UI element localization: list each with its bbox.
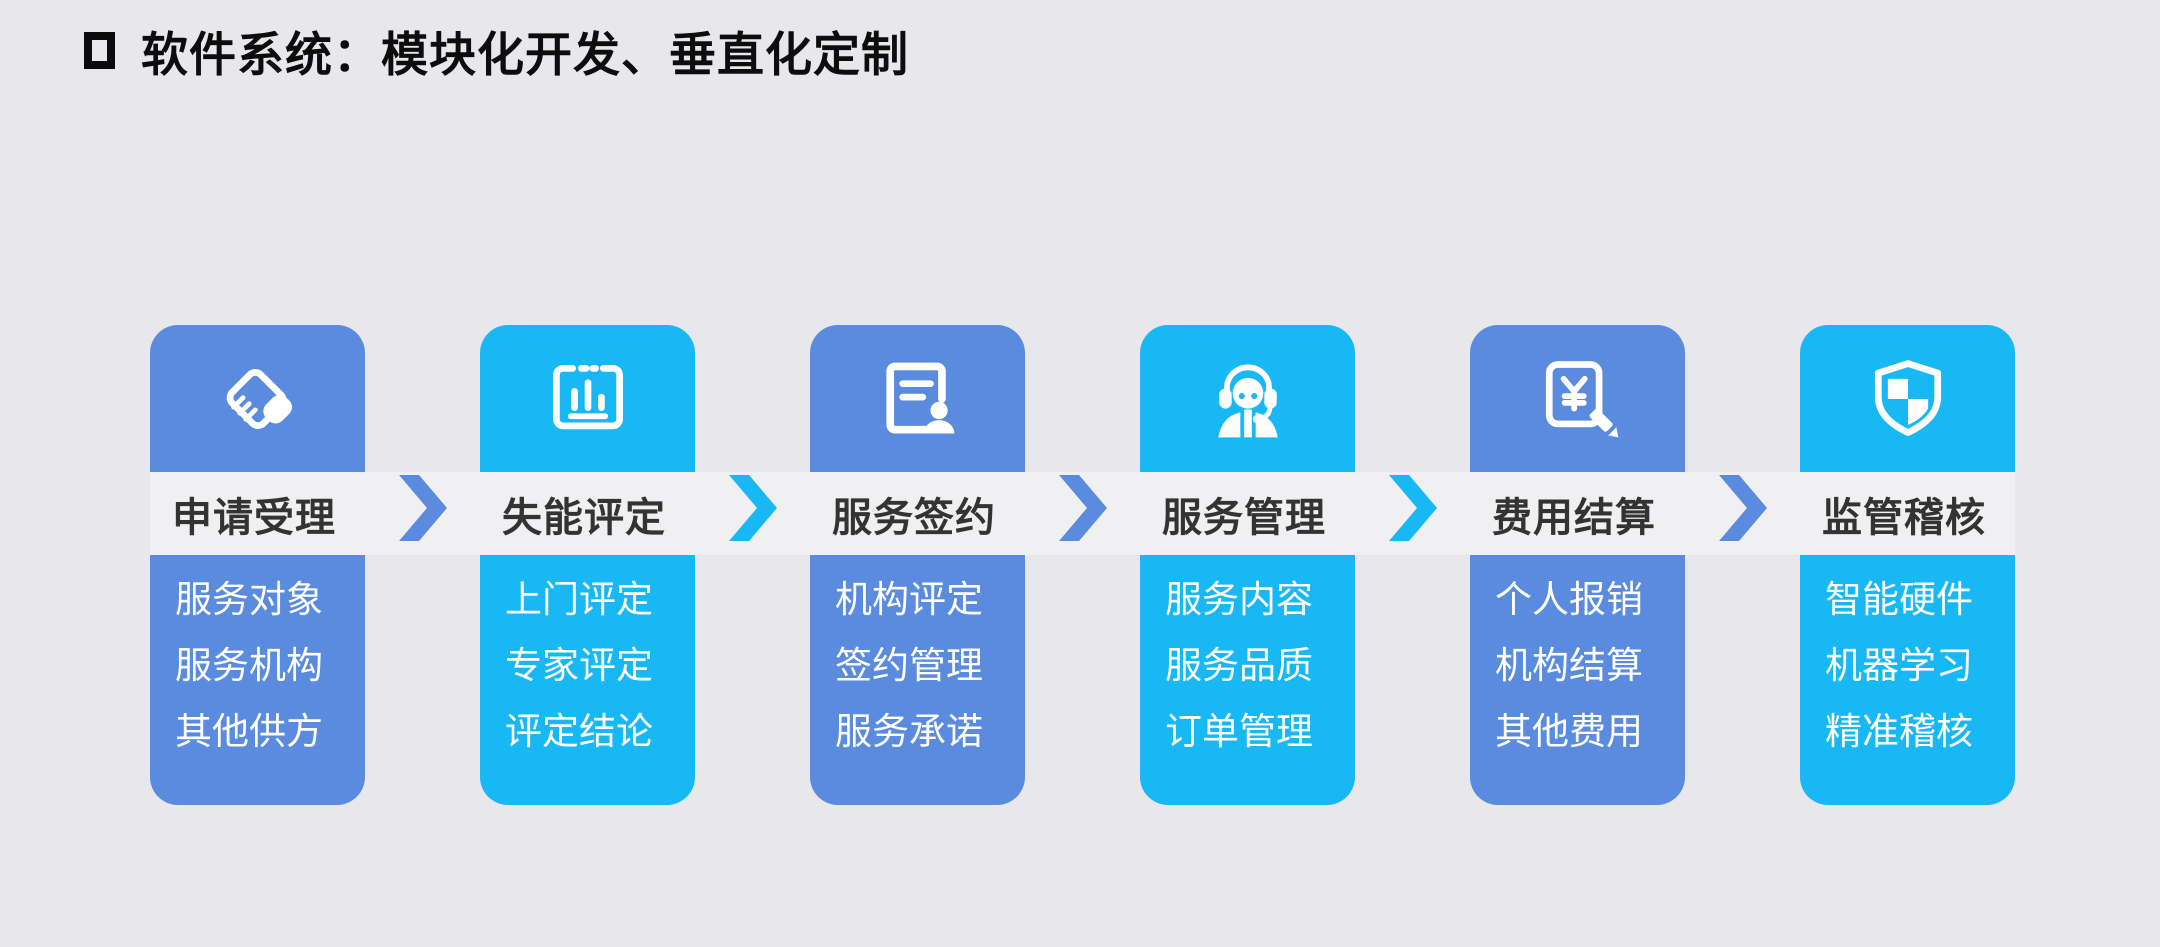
card-title: 服务签约 (832, 495, 996, 540)
card-supervision-audit: 监管稽核 智能硬件 机器学习 精准稽核 (1800, 325, 2015, 805)
page-title: 软件系统：模块化开发、垂直化定制 (141, 27, 909, 81)
card-title: 监管稽核 (1822, 495, 1986, 540)
cards-row: 申请受理 服务对象 服务机构 其他供方 (150, 325, 2015, 805)
card-icon-area (150, 325, 365, 472)
handshake-icon (226, 368, 292, 429)
card-item: 其他费用 (1495, 711, 1643, 752)
card-title: 失能评定 (502, 495, 666, 540)
card-item: 评定结论 (505, 711, 653, 752)
card-icon-area (810, 325, 1025, 472)
assessment-chart-icon (552, 364, 623, 429)
card-disability-assessment: 失能评定 上门评定 专家评定 评定结论 (480, 325, 695, 805)
card-item: 专家评定 (505, 645, 653, 686)
card-service-management: 服务管理 服务内容 服务品质 订单管理 (1140, 325, 1355, 805)
card-item: 个人报销 (1495, 579, 1643, 620)
card-items: 智能硬件 机器学习 精准稽核 (1800, 555, 2015, 805)
flow-arrow (1685, 325, 1800, 805)
chevron-right-icon (398, 475, 447, 541)
chevron-right-icon (1058, 475, 1107, 541)
card-icon-area (1140, 325, 1355, 472)
flow-arrow (1355, 325, 1470, 805)
chevron-right-icon (728, 475, 777, 541)
card-item: 服务对象 (175, 579, 323, 620)
card-item: 其他供方 (175, 711, 323, 752)
slide-title-row: 软件系统：模块化开发、垂直化定制 (84, 20, 909, 81)
card-item: 机构评定 (835, 579, 983, 620)
card-item: 机器学习 (1825, 645, 1973, 686)
card-title: 申请受理 (172, 495, 336, 540)
card-application-intake: 申请受理 服务对象 服务机构 其他供方 (150, 325, 365, 805)
card-items: 个人报销 机构结算 其他费用 (1470, 555, 1685, 805)
card-title: 费用结算 (1492, 495, 1656, 540)
card-items: 机构评定 签约管理 服务承诺 (810, 555, 1025, 805)
shield-check-icon (1874, 359, 1941, 436)
card-items: 服务内容 服务品质 订单管理 (1140, 555, 1355, 805)
chevron-right-icon (1388, 475, 1437, 541)
flow-arrow (365, 325, 480, 805)
card-item: 服务品质 (1165, 645, 1313, 686)
card-item: 精准稽核 (1825, 711, 1973, 752)
process-flow: 申请受理 服务对象 服务机构 其他供方 (0, 325, 2160, 805)
card-item: 订单管理 (1165, 711, 1313, 752)
card-item: 服务承诺 (835, 711, 983, 752)
card-fee-settlement: 费用结算 个人报销 机构结算 其他费用 (1470, 325, 1685, 805)
card-icon-area (1470, 325, 1685, 472)
card-item: 签约管理 (835, 645, 983, 686)
card-item: 服务机构 (175, 645, 323, 686)
chevron-right-icon (1718, 475, 1767, 541)
contract-person-icon (885, 362, 954, 433)
card-icon-area (1800, 325, 2015, 472)
card-item: 服务内容 (1165, 579, 1313, 620)
square-bullet-icon (84, 31, 115, 69)
card-item: 智能硬件 (1825, 579, 1973, 620)
card-items: 服务对象 服务机构 其他供方 (150, 555, 365, 805)
billing-pencil-icon (1545, 360, 1618, 437)
card-item: 机构结算 (1495, 645, 1643, 686)
card-service-contract: 服务签约 机构评定 签约管理 服务承诺 (810, 325, 1025, 805)
card-items: 上门评定 专家评定 评定结论 (480, 555, 695, 805)
card-title: 服务管理 (1162, 495, 1326, 540)
card-icon-area (480, 325, 695, 472)
flow-arrow (1025, 325, 1140, 805)
flow-arrow (695, 325, 810, 805)
support-agent-icon (1217, 364, 1278, 437)
card-item: 上门评定 (505, 579, 653, 620)
